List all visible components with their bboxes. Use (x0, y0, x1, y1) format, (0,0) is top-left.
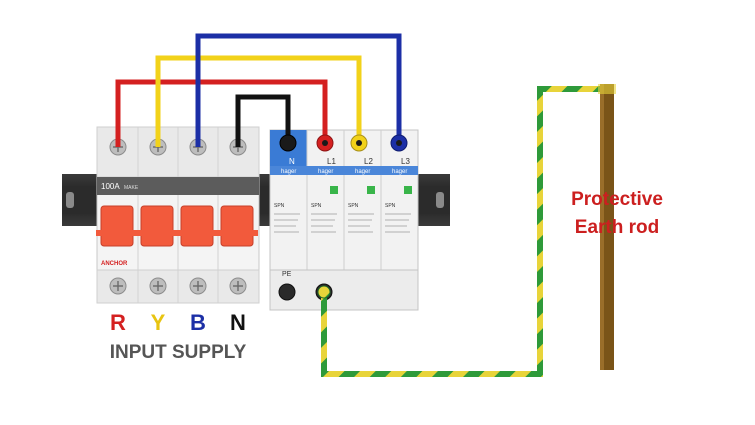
mcb-4-pole: 100A MAKE ANCHOR (96, 126, 260, 304)
spd-model-2: SPN (311, 203, 322, 209)
spd-model-1: SPN (274, 203, 285, 209)
spd-brand-3: hager (355, 169, 370, 175)
mcb-brand-small: MAKE (124, 185, 139, 191)
wires (115, 33, 402, 147)
mcb-top-screws (109, 138, 247, 156)
phase-label-n: N (230, 310, 246, 335)
spd-pe-label: PE (282, 271, 292, 278)
earth-rod-label-1: Protective (571, 189, 663, 210)
mcb-brand: ANCHOR (101, 261, 128, 267)
wire-blue (195, 33, 402, 147)
phase-label-b: B (190, 310, 206, 335)
mcb-toggles (96, 205, 258, 247)
input-supply-label: INPUT SUPPLY (110, 342, 247, 363)
phase-label-y: Y (151, 310, 166, 335)
earth-rod (598, 84, 616, 370)
phase-label-r: R (110, 310, 126, 335)
spd-l2-label: L2 (364, 157, 373, 166)
spd-top-terminals (279, 134, 408, 152)
spd-brand-2: hager (318, 169, 333, 175)
wire-yellow (155, 55, 362, 147)
spd-model-4: SPN (385, 203, 396, 209)
mcb-rating: 100A (101, 182, 120, 191)
surge-protection-device: hager hager hager hager SPN SPN SPN SPN … (269, 129, 419, 311)
earth-wire (317, 86, 612, 377)
earth-rod-label-2: Earth rod (575, 217, 659, 238)
spd-brand-1: hager (281, 169, 296, 175)
wire-red (115, 79, 328, 147)
spd-l3-label: L3 (401, 157, 410, 166)
wire-black (235, 94, 291, 147)
spd-model-3: SPN (348, 203, 359, 209)
phase-labels: R Y B N (110, 310, 246, 335)
spd-brand-4: hager (392, 169, 407, 175)
spd-n-label: N (289, 157, 295, 166)
spd-l1-label: L1 (327, 157, 336, 166)
